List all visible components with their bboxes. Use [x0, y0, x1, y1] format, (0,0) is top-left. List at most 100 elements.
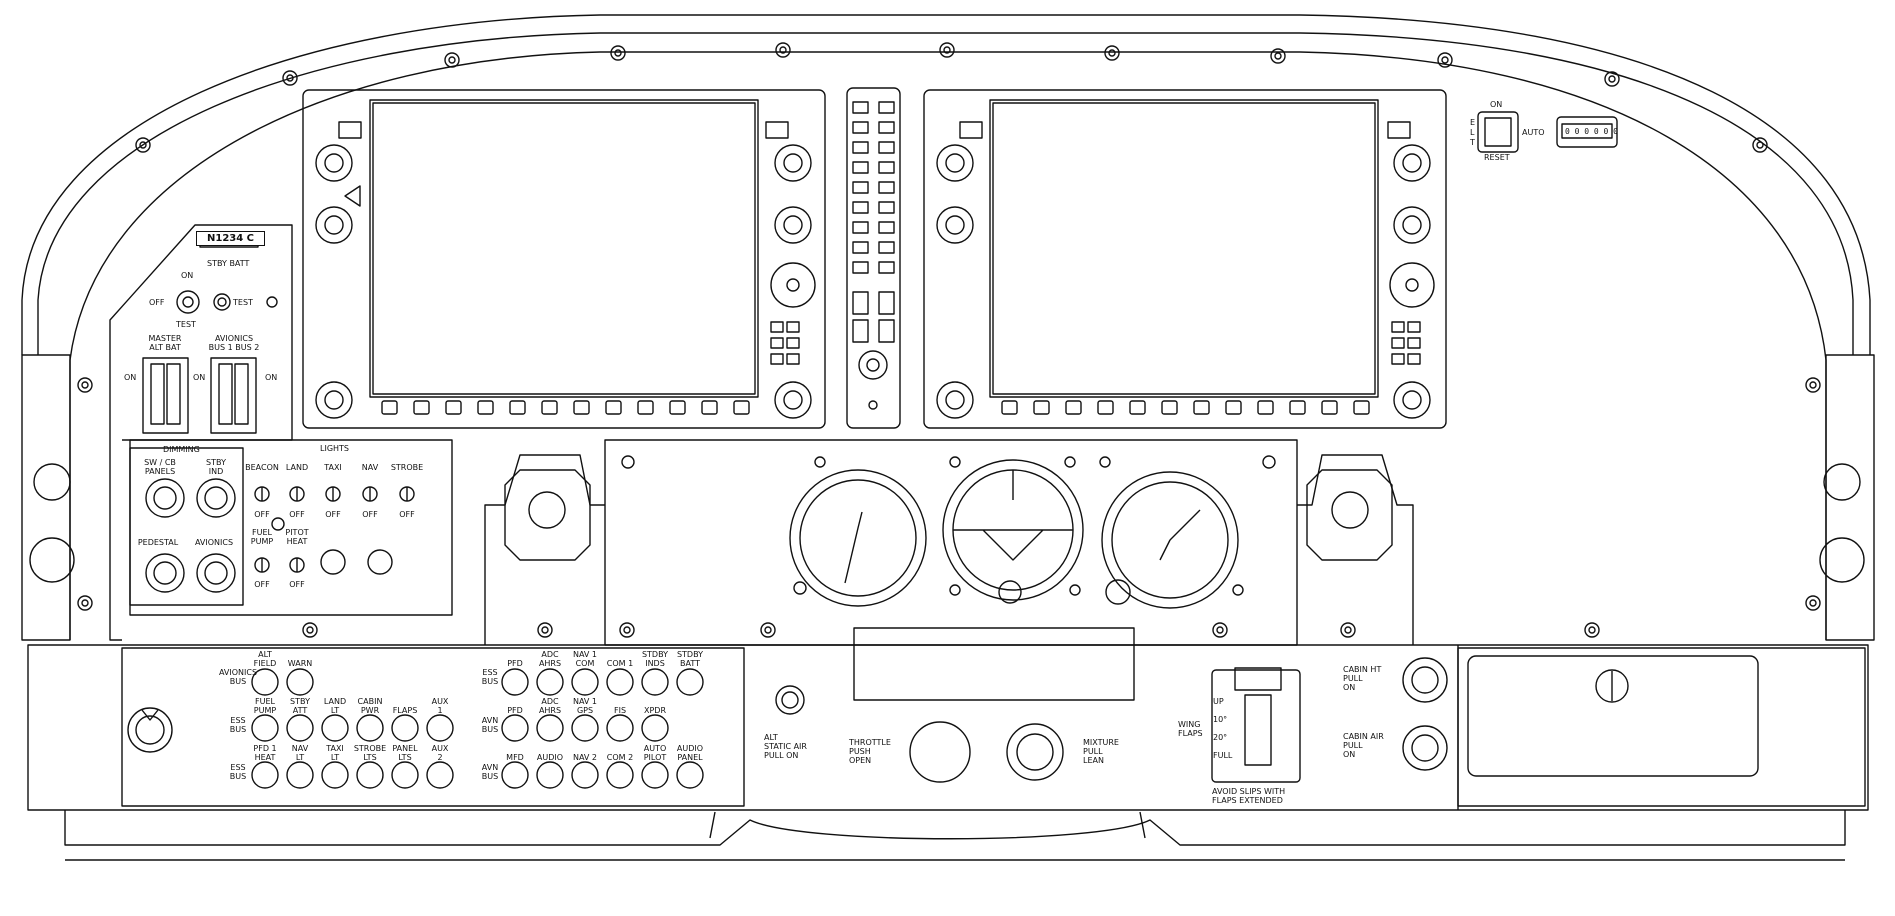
master-on: ON: [124, 373, 137, 382]
bottom-trim: [64, 810, 1846, 846]
cb-right-top-2: NAV 1 COM: [572, 650, 598, 668]
elt-letter-l: L: [1470, 128, 1475, 137]
stby-batt-test-right: TEST: [233, 298, 253, 307]
cb-right-mid-0: PFD: [507, 706, 523, 715]
stby-batt-title: STBY BATT: [207, 259, 250, 268]
tail-number: N1234 C: [196, 231, 266, 246]
fuel-pump-label: FUEL PUMP: [250, 528, 274, 546]
wing-flaps-label: WING FLAPS: [1178, 720, 1203, 738]
flap-position-0: UP: [1213, 697, 1224, 706]
standby-instrument-plate: [604, 439, 1298, 646]
cb-left-bot-5: AUX 2: [431, 744, 449, 762]
elt-switch-frame: [1477, 111, 1519, 153]
light-switch-label-0: BEACON: [245, 463, 279, 472]
left-bulkhead: [21, 354, 71, 641]
hobbs-readout: 0 0 0 0 0 0: [1565, 127, 1618, 136]
flaps-caution-placard: AVOID SLIPS WITH FLAPS EXTENDED: [1212, 787, 1286, 805]
cb-left-row-label-2: ESS BUS: [229, 763, 247, 781]
flap-position-2: 20°: [1213, 733, 1228, 742]
switch-panel: [109, 224, 293, 641]
cb-right-mid-2: NAV 1 GPS: [572, 697, 598, 715]
cb-left-mid-2: LAND LT: [323, 697, 347, 715]
cb-right-row-label-2: AVN BUS: [481, 763, 499, 781]
right-bulkhead: [1825, 354, 1875, 641]
light-off-4: OFF: [399, 510, 415, 519]
throttle-label: THROTTLE PUSH OPEN: [849, 738, 891, 765]
stby-batt-off: OFF: [149, 298, 165, 307]
cb-panel-left: [121, 647, 745, 807]
stby-batt-test-left: TEST: [176, 320, 196, 329]
glove-box: [1457, 647, 1866, 807]
avionics-on-right: ON: [265, 373, 278, 382]
audio-panel: [846, 87, 901, 429]
light-off-3: OFF: [362, 510, 378, 519]
elt-letter-e: E: [1470, 118, 1476, 127]
cb-right-bot-3: COM 2: [606, 753, 634, 762]
elt-letter-t: T: [1470, 138, 1475, 147]
light-switch-label-3: NAV: [361, 463, 379, 472]
light-switch-label-4: STROBE: [390, 463, 424, 472]
fuel-pump-off: OFF: [254, 580, 270, 589]
cb-right-top-0: PFD: [507, 659, 523, 668]
cabin-heat-label: CABIN HT PULL ON: [1343, 665, 1382, 692]
pitot-heat-off: OFF: [289, 580, 305, 589]
cb-right-top-5: STDBY BATT: [676, 650, 704, 668]
cb-left-bot-1: NAV LT: [291, 744, 309, 762]
cabin-air-label: CABIN AIR PULL ON: [1343, 732, 1384, 759]
cb-left-mid-5: AUX 1: [431, 697, 449, 715]
pitot-heat-label: PITOT HEAT: [285, 528, 309, 546]
lights-title: LIGHTS: [320, 444, 349, 453]
elt-on: ON: [1490, 100, 1503, 109]
right-bracket: [1297, 454, 1414, 645]
cb-right-mid-4: XPDR: [643, 706, 667, 715]
cb-right-row-label-0: ESS BUS: [481, 668, 499, 686]
cb-right-row-label-1: AVN BUS: [481, 716, 499, 734]
cb-right-bot-4: AUTO PILOT: [643, 744, 667, 762]
cb-right-bot-5: AUDIO PANEL: [676, 744, 704, 762]
cb-left-mid-3: CABIN PWR: [357, 697, 383, 715]
hobbs-meter-frame: [1556, 116, 1618, 148]
dim-knob-label-1: STBY IND: [206, 458, 226, 476]
glareshield-outline: [21, 14, 1871, 355]
cb-left-bot-3: STROBE LTS: [353, 744, 387, 762]
elt-reset: RESET: [1484, 153, 1510, 162]
cb-right-mid-1: ADC AHRS: [538, 697, 562, 715]
light-switch-label-2: TAXI: [324, 463, 342, 472]
mixture-label: MIXTURE PULL LEAN: [1083, 738, 1119, 765]
dimming-title: DIMMING: [163, 445, 200, 454]
avionics-bus-label: AVIONICS BUS 1 BUS 2: [208, 334, 260, 352]
cb-right-mid-3: FIS: [613, 706, 627, 715]
elt-auto: AUTO: [1522, 128, 1545, 137]
light-switch-label-1: LAND: [285, 463, 309, 472]
cb-left-mid-0: FUEL PUMP: [253, 697, 277, 715]
cb-left-top-1: WARN: [287, 659, 313, 668]
dim-knob-label-0: SW / CB PANELS: [144, 458, 176, 476]
dim-knob-label-2: PEDESTAL: [137, 538, 179, 547]
mfd-display: [923, 89, 1447, 429]
flaps-selector: [1211, 669, 1301, 783]
dim-knob-label-3: AVIONICS: [194, 538, 234, 547]
cb-right-top-3: COM 1: [606, 659, 634, 668]
master-switch-label: MASTER ALT BAT: [148, 334, 182, 352]
stby-batt-on: ON: [181, 271, 194, 280]
cb-left-top-0: ALT FIELD: [253, 650, 277, 668]
panel-screws: [77, 42, 1821, 638]
alt-static-label: ALT STATIC AIR PULL ON: [764, 733, 807, 760]
cb-left-row-label-1: ESS BUS: [229, 716, 247, 734]
left-bracket: [484, 454, 605, 645]
light-off-1: OFF: [289, 510, 305, 519]
avionics-on-left: ON: [193, 373, 206, 382]
center-placard: [853, 627, 1135, 701]
cb-right-bot-1: AUDIO: [536, 753, 564, 762]
cb-right-bot-2: NAV 2: [572, 753, 598, 762]
cb-left-row-label-0: AVIONICS BUS: [218, 668, 258, 686]
cb-left-bot-4: PANEL LTS: [392, 744, 418, 762]
cb-right-top-4: STDBY INDS: [641, 650, 669, 668]
panel-face: [69, 51, 1827, 640]
flap-position-1: 10°: [1213, 715, 1228, 724]
cb-left-bot-0: PFD 1 HEAT: [253, 744, 277, 762]
cb-right-top-1: ADC AHRS: [538, 650, 562, 668]
cb-left-mid-1: STBY ATT: [290, 697, 310, 715]
light-off-0: OFF: [254, 510, 270, 519]
